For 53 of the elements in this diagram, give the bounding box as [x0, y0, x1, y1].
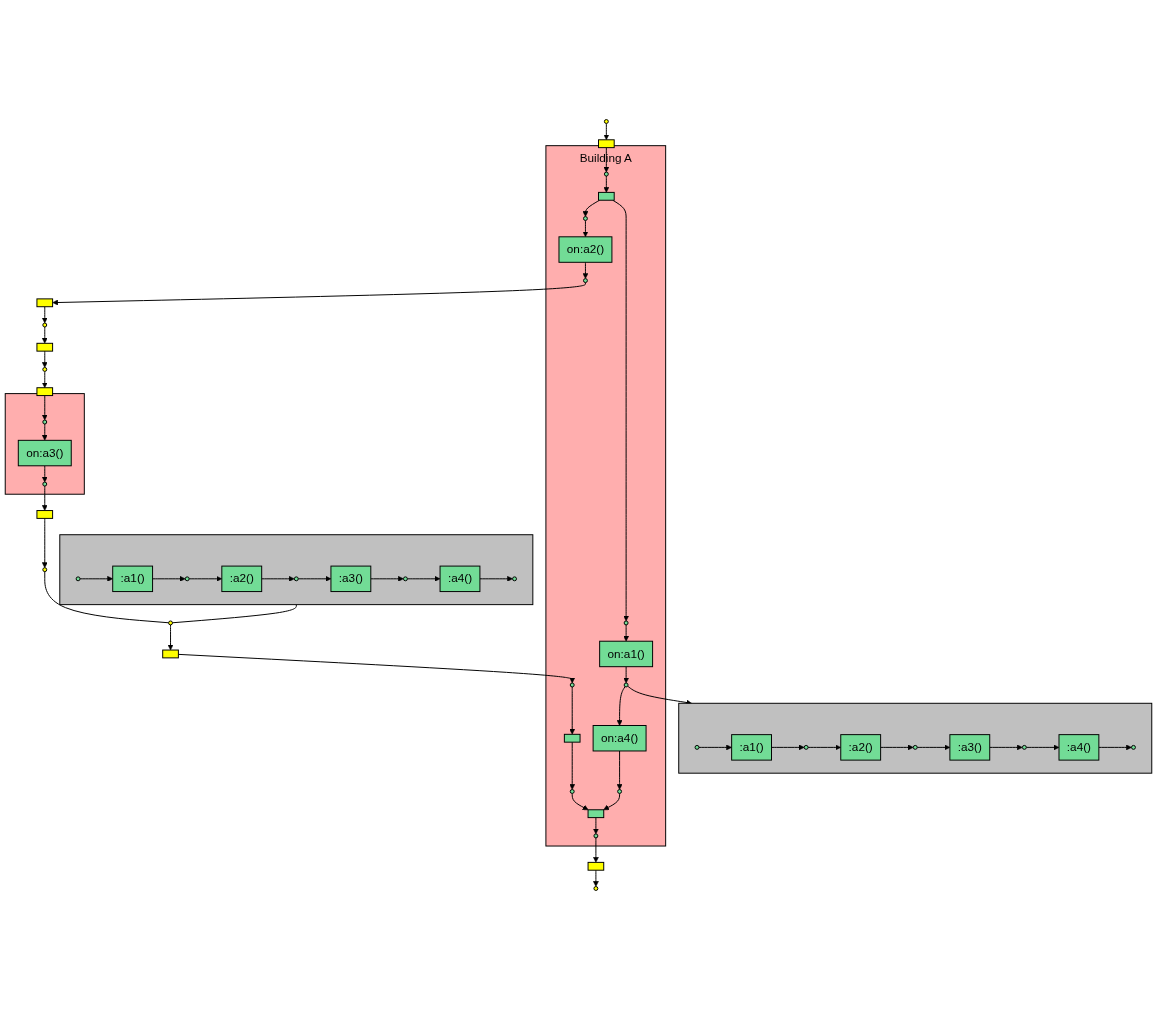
node-circle [293, 576, 299, 582]
node-circle [603, 171, 609, 177]
node-circle [42, 419, 48, 425]
node-box: on:a4() [592, 725, 647, 752]
node-circle [603, 119, 609, 124]
node-circle [75, 576, 81, 582]
node-box [598, 191, 615, 201]
node-box: on:a2() [558, 236, 613, 263]
node-circle [42, 567, 48, 573]
node-circle [184, 576, 190, 582]
node-circle [694, 744, 700, 750]
node-box: :a4() [1058, 734, 1100, 761]
node-box: :a1() [112, 565, 154, 593]
node-box: :a2() [221, 565, 263, 593]
node-circle [623, 682, 629, 688]
node-box: on:a3() [17, 439, 72, 467]
node-circle [1021, 744, 1027, 750]
node-circle [1131, 744, 1136, 750]
node-bar [36, 510, 54, 519]
node-circle [42, 481, 48, 487]
node-circle [569, 682, 575, 688]
node-circle [803, 744, 809, 750]
node-circle [912, 744, 918, 750]
node-circle [512, 576, 517, 582]
connector [44, 571, 170, 624]
node-circle [42, 322, 48, 328]
node-circle [617, 789, 623, 794]
node-circle [583, 278, 588, 284]
node-bar [598, 139, 615, 149]
cluster [59, 534, 534, 606]
node-circle [569, 789, 575, 794]
node-box [563, 733, 581, 743]
connector [172, 604, 297, 624]
node-box: on:a1() [599, 640, 654, 668]
node-box [587, 809, 605, 819]
node-circle [623, 620, 629, 626]
node-box: :a1() [731, 734, 772, 761]
node-circle [593, 833, 599, 839]
node-bar [587, 861, 605, 871]
node-circle [403, 576, 408, 582]
node-circle [42, 367, 48, 372]
node-circle [168, 620, 173, 626]
node-box: :a3() [949, 734, 991, 761]
node-circle [583, 216, 588, 221]
node-bar [162, 649, 179, 659]
node-bar [36, 342, 54, 352]
node-box: :a3() [330, 565, 372, 593]
node-circle [593, 886, 599, 891]
node-bar [36, 298, 54, 308]
cluster [678, 702, 1153, 774]
node-box: :a4() [439, 565, 481, 593]
node-box: :a2() [840, 734, 882, 761]
node-bar [36, 387, 54, 397]
